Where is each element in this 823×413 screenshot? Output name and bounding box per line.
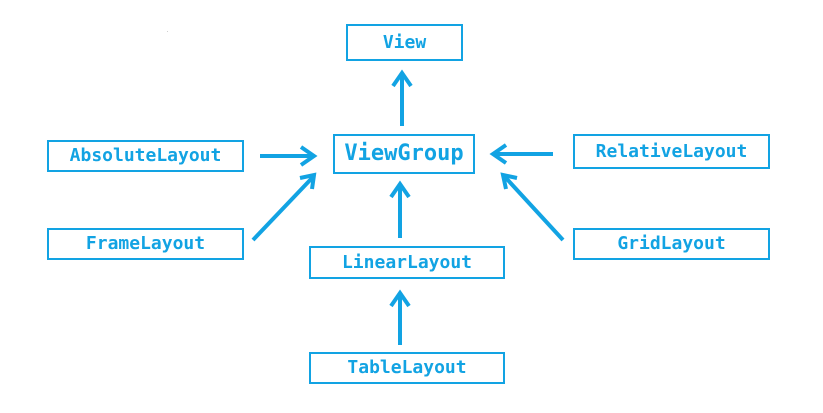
node-gridlayout: GridLayout — [573, 228, 770, 260]
arrow-gridlayout-to-viewgroup — [500, 172, 565, 242]
arrow-linearlayout-to-viewgroup — [389, 180, 411, 238]
arrow-tablelayout-to-linearlayout — [389, 289, 411, 345]
node-tablelayout: TableLayout — [309, 352, 505, 384]
arrow-framelayout-to-viewgroup — [251, 172, 317, 242]
arrow-absolutelayout-to-viewgroup — [260, 145, 318, 167]
stray-dot — [167, 31, 168, 32]
node-absolutelayout: AbsoluteLayout — [47, 140, 244, 172]
node-linearlayout: LinearLayout — [309, 246, 505, 279]
arrow-viewgroup-to-view — [391, 69, 413, 126]
arrow-relativelayout-to-viewgroup — [489, 143, 553, 165]
node-relativelayout: RelativeLayout — [573, 134, 770, 169]
node-view: View — [346, 24, 463, 61]
node-viewgroup: ViewGroup — [333, 134, 475, 174]
node-framelayout: FrameLayout — [47, 228, 244, 260]
